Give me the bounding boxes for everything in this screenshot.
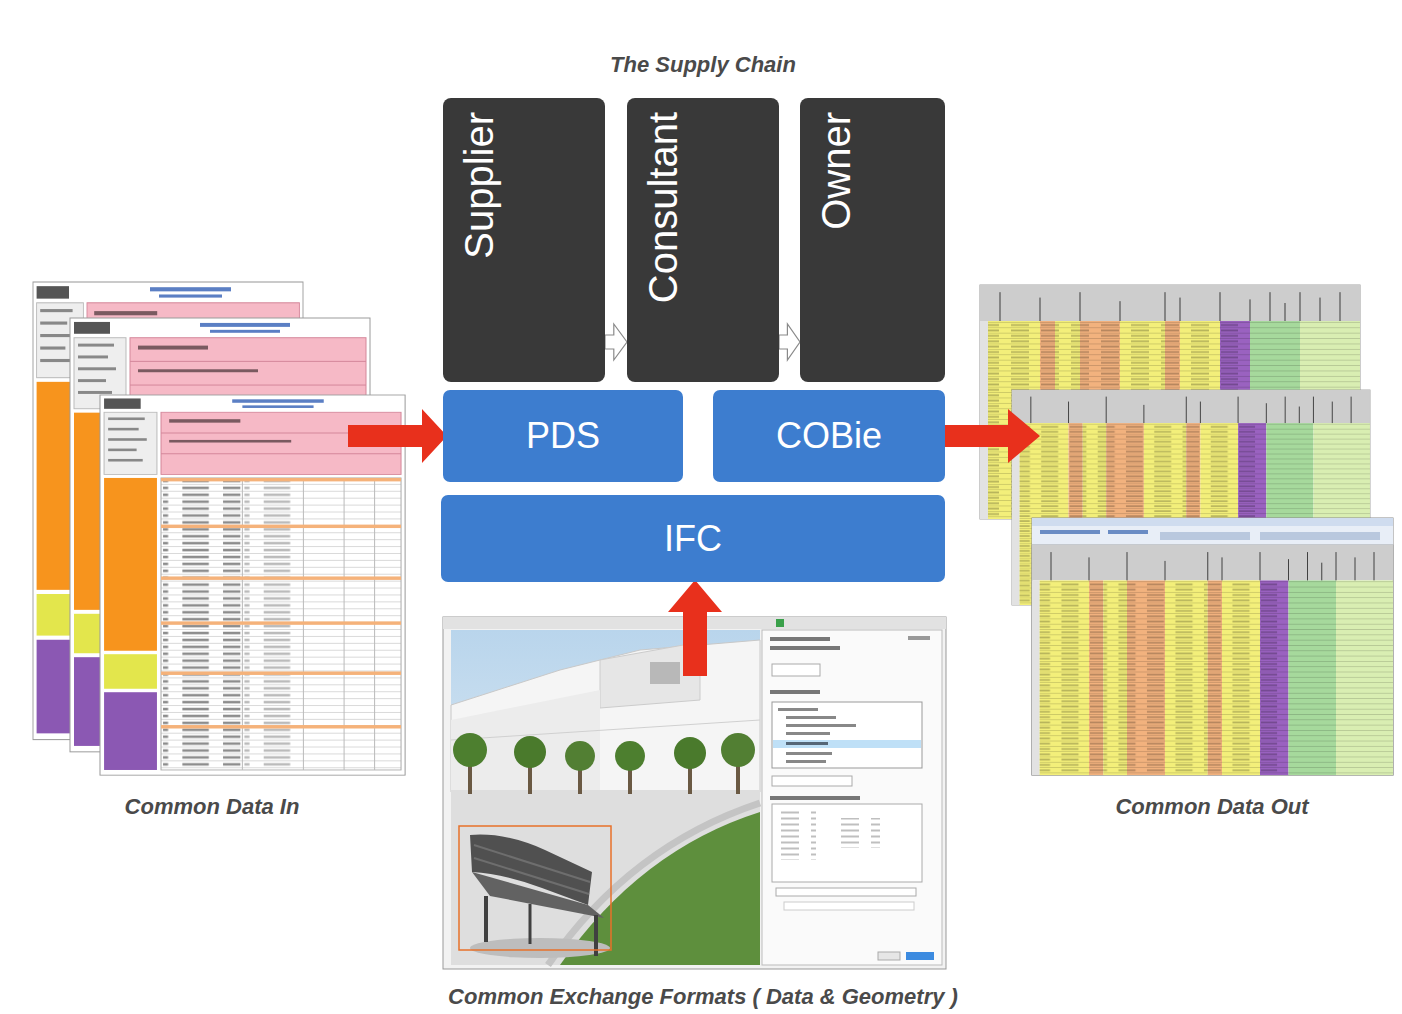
- properties-panel: [770, 646, 840, 650]
- properties-panel: [770, 690, 820, 694]
- tree: [721, 733, 755, 767]
- title-frame: The Supply Chain: [453, 52, 953, 78]
- properties-panel: [776, 810, 816, 860]
- tree: [514, 736, 546, 768]
- properties-panel: [786, 732, 830, 735]
- role-label: Consultant: [641, 112, 685, 303]
- cobie-spreadsheet-window: [1032, 518, 1393, 775]
- model-screenshot: [451, 790, 760, 965]
- properties-panel: [778, 708, 818, 711]
- red-arrow: [668, 580, 722, 676]
- properties-panel: [786, 742, 828, 745]
- properties-panel: [770, 796, 860, 800]
- role-box: Supplier: [443, 98, 605, 382]
- cobie-spreadsheet-window: [1032, 518, 1393, 775]
- properties-panel: [776, 888, 916, 896]
- cobie-spreadsheet-window: [1040, 530, 1100, 534]
- product-data-sheet: [100, 395, 405, 775]
- properties-panel: [906, 952, 934, 960]
- red-arrow: [930, 409, 1040, 463]
- caption: Common Data In: [125, 794, 300, 819]
- tree: [453, 733, 755, 794]
- properties-panel: [786, 760, 826, 763]
- properties-panel: [762, 630, 942, 965]
- cobie-spreadsheet-window: [1160, 532, 1250, 540]
- tree: [453, 733, 487, 767]
- properties-panel: [786, 716, 836, 719]
- bench: [472, 872, 604, 918]
- properties-panel: [772, 702, 922, 768]
- bench: [459, 826, 611, 950]
- model-screenshot: [776, 619, 784, 627]
- properties-panel: [786, 724, 856, 727]
- model-screenshot: [451, 630, 760, 965]
- role-label-frame: Supplier: [457, 112, 501, 368]
- format-label: IFC: [664, 519, 722, 559]
- properties-panel: [878, 952, 900, 960]
- tree: [615, 741, 645, 771]
- properties-panel: [784, 902, 914, 910]
- caption-frame: Common Data Out: [1062, 794, 1362, 820]
- role-label: Supplier: [457, 112, 501, 259]
- bench: [529, 904, 532, 944]
- caption: Common Exchange Formats ( Data & Geometr…: [448, 984, 958, 1009]
- role-label-frame: Consultant: [641, 112, 685, 368]
- properties-panel: [786, 752, 832, 755]
- input-data-sheets: [33, 282, 405, 775]
- format-box: COBie: [713, 390, 945, 482]
- properties-panel: [772, 776, 852, 786]
- properties-panel: [772, 664, 820, 676]
- diagram-title: The Supply Chain: [610, 52, 796, 77]
- bench: [459, 826, 611, 958]
- format-label: PDS: [526, 416, 600, 456]
- red-arrow: [348, 409, 447, 463]
- caption-frame: Common Data In: [62, 794, 362, 820]
- bench: [470, 938, 610, 958]
- caption: Common Data Out: [1115, 794, 1308, 819]
- role-box: Owner: [800, 98, 945, 382]
- flow-arrow: [779, 324, 800, 360]
- model-screenshot: [451, 720, 760, 740]
- role-label: Owner: [814, 112, 858, 230]
- format-box: IFC: [441, 495, 945, 582]
- tree: [674, 737, 706, 769]
- properties-panel: [772, 804, 922, 882]
- format-label: COBie: [776, 416, 882, 456]
- role-label-frame: Owner: [814, 112, 858, 368]
- cobie-spreadsheet-window: [1032, 526, 1393, 545]
- output-spreadsheets: [980, 285, 1393, 775]
- bench: [484, 896, 488, 942]
- role-box: Consultant: [627, 98, 779, 382]
- properties-panel: [830, 818, 880, 848]
- tree: [565, 741, 595, 771]
- model-screenshot: [451, 690, 600, 792]
- flow-arrow: [605, 324, 627, 360]
- caption-frame: Common Exchange Formats ( Data & Geometr…: [303, 984, 1103, 1010]
- format-box: PDS: [443, 390, 683, 482]
- model-screenshot: [650, 662, 680, 684]
- cobie-spreadsheet: [1032, 545, 1393, 775]
- cobie-spreadsheet-window: [1108, 530, 1148, 534]
- properties-panel: [770, 637, 830, 641]
- properties-panel: [773, 740, 921, 748]
- cobie-spreadsheet-window: [1260, 532, 1380, 540]
- model-screenshot: [451, 640, 760, 792]
- properties-panel: [908, 636, 930, 640]
- cobie-spreadsheet-window: [1032, 518, 1393, 526]
- properties-panel: [762, 630, 942, 965]
